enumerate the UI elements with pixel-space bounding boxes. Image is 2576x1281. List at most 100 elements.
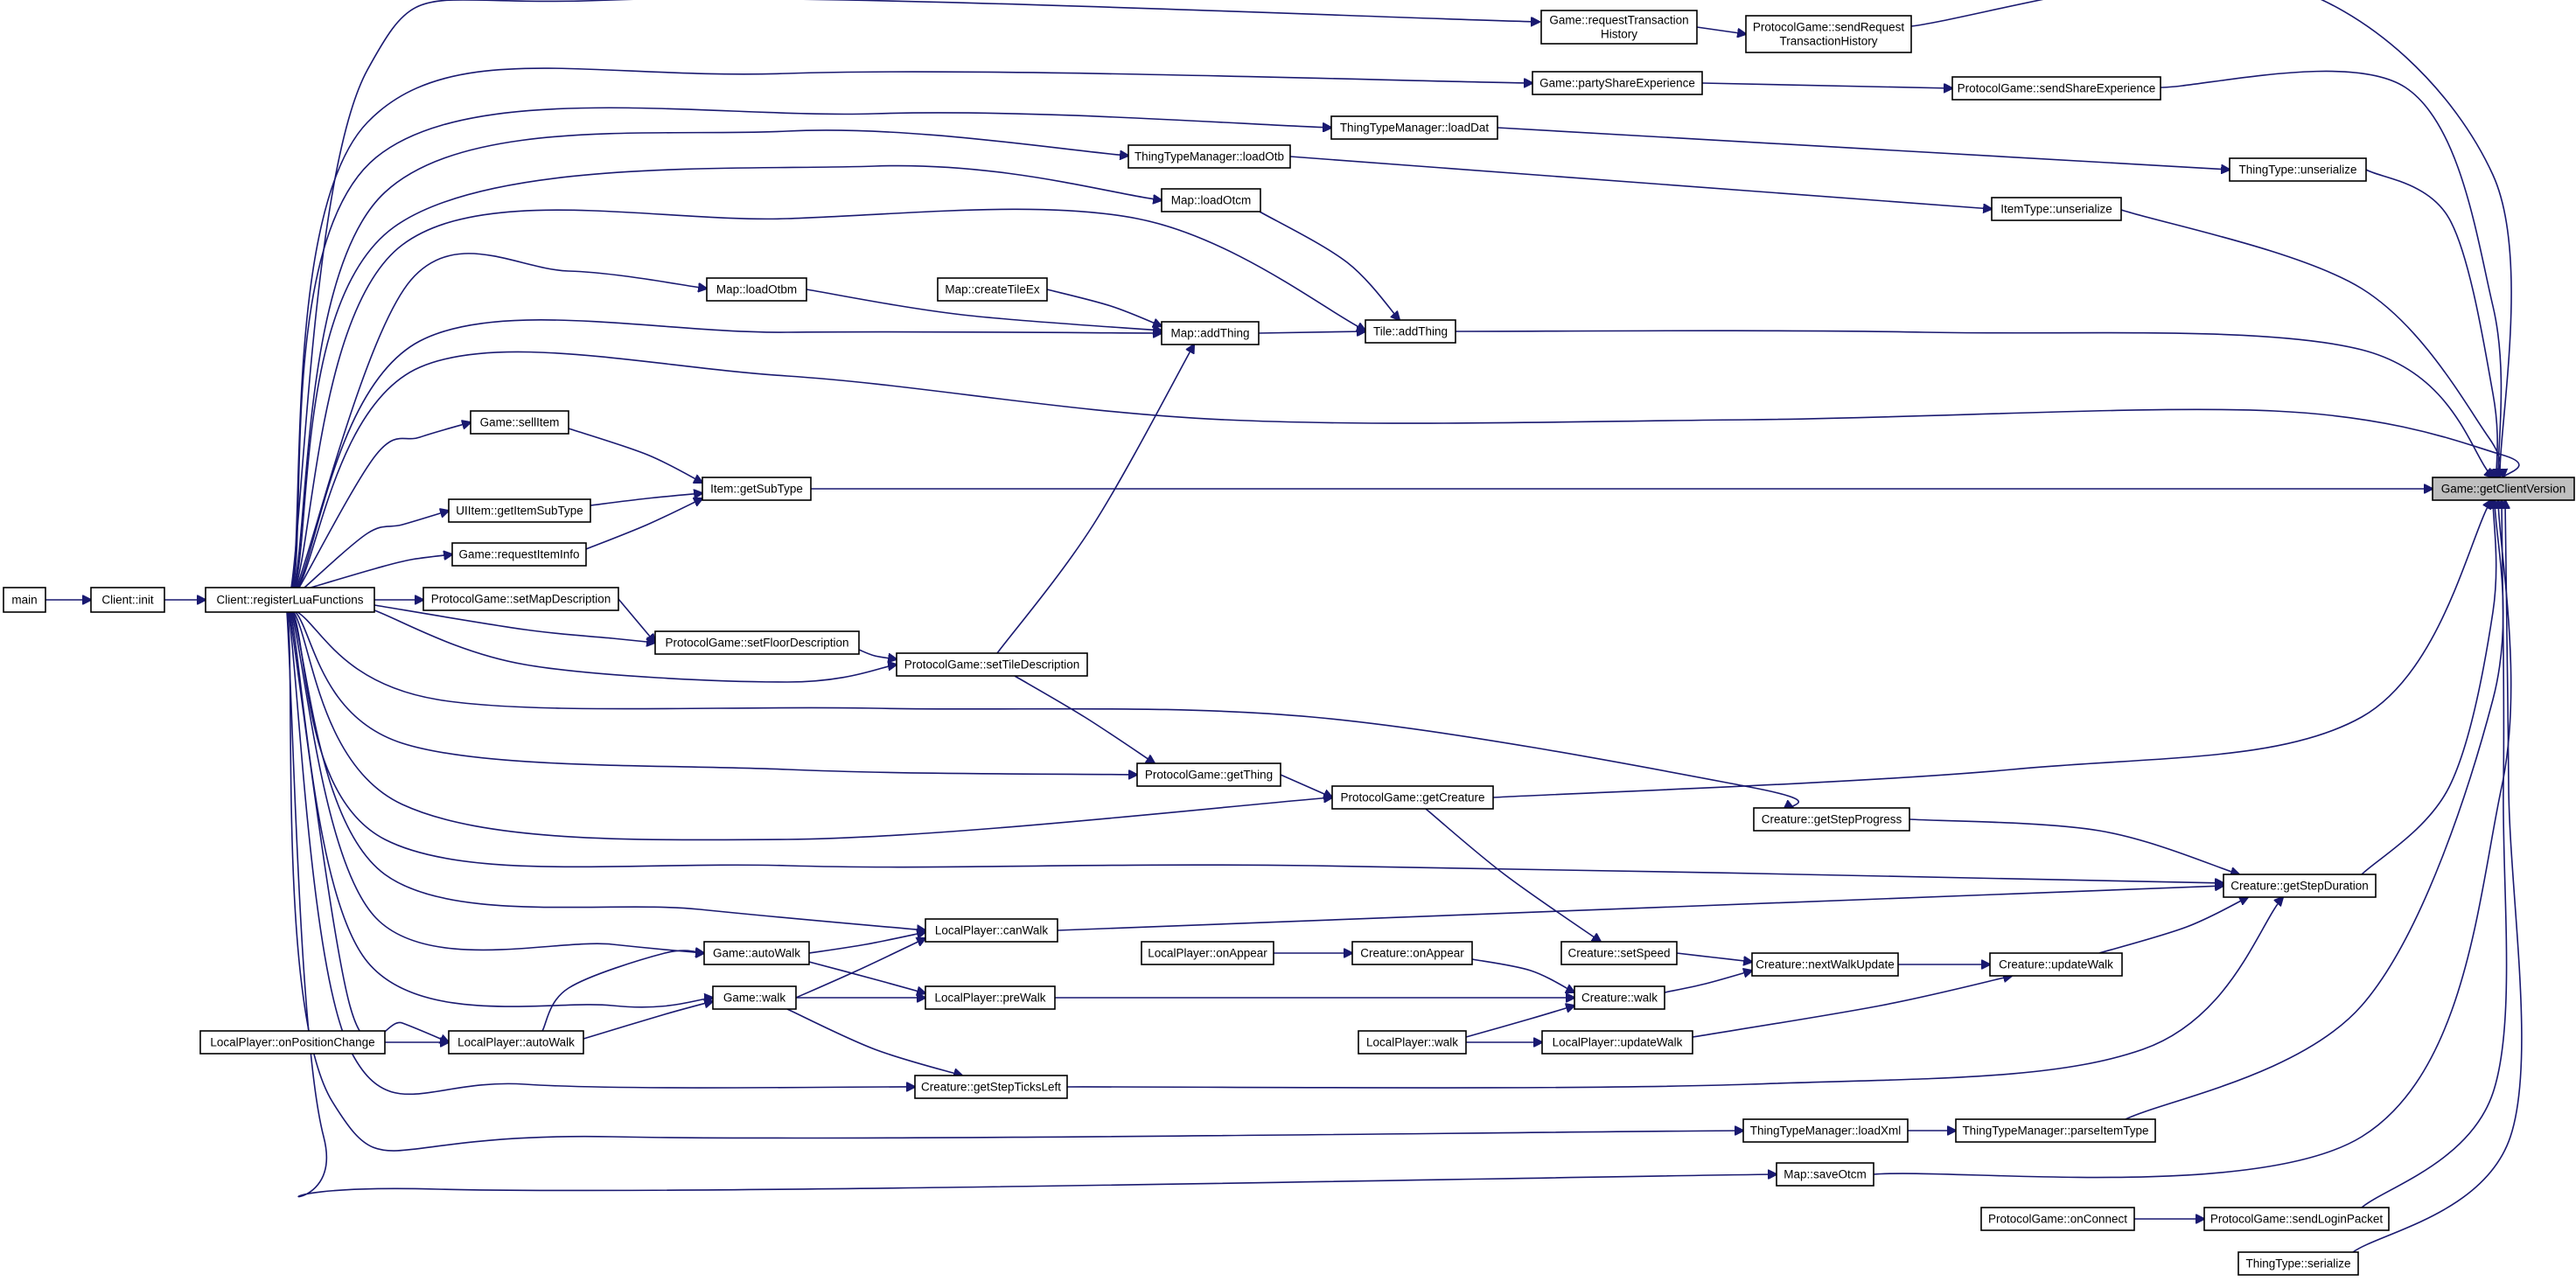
call-edge-pgGetCreature-to-getClientVersion [1492,500,2491,798]
node-pgSetTile[interactable]: ProtocolGame::setTileDescription [896,652,1088,677]
node-pgSendReq[interactable]: ProtocolGame::sendRequestTransactionHist… [1745,15,1912,53]
call-edge-crGetStepTicks-to-crGetStepDuration [1066,897,2283,1089]
call-edge-reqItemInfo-to-itemSubType [585,498,702,550]
node-label: Client::init [101,594,154,607]
node-crGetStepProgress[interactable]: Creature::getStepProgress [1753,807,1910,832]
node-label: Item::getSubType [710,483,803,496]
node-box [706,277,807,302]
node-pgOnConnect[interactable]: ProtocolGame::onConnect [1980,1207,2135,1231]
node-box [937,277,1048,302]
node-ttmLoadXml[interactable]: ThingTypeManager::loadXml [1742,1118,1909,1143]
node-box [1351,941,1473,965]
node-label: Creature::getStepProgress [1762,813,1902,826]
node-ttUnser[interactable]: ThingType::unserialize [2229,157,2367,182]
call-edge-register-to-tileAddThing [295,208,1365,588]
call-edge-pgSendReq-to-getClientVersion [1910,0,2512,477]
node-ttmLoadDat[interactable]: ThingTypeManager::loadDat [1330,115,1498,140]
node-reqItemInfo[interactable]: Game::requestItemInfo [451,542,587,567]
node-itemSubType[interactable]: Item::getSubType [702,477,812,501]
node-label: Creature::onAppear [1360,947,1464,960]
node-getClientVersion[interactable]: Game::getClientVersion [2432,477,2575,501]
node-lpAutoWalk[interactable]: LocalPlayer::autoWalk [448,1030,584,1055]
node-crGetStepDuration[interactable]: Creature::getStepDuration [2223,874,2377,898]
node-box [925,985,1056,1010]
node-ttSerialize[interactable]: ThingType::serialize [2237,1251,2359,1276]
call-edge-lpWalk-to-crWalk [1465,1006,1574,1038]
node-box [470,410,569,435]
node-crGetStepTicks[interactable]: Creature::getStepTicksLeft [914,1075,1068,1099]
call-edge-lpUpdateWalk-to-crUpdateWalk [1692,976,2012,1038]
call-edge-pgSetTile-to-pgGetThing [1014,675,1155,763]
node-box [654,630,860,655]
node-pgSetFloor[interactable]: ProtocolGame::setFloorDescription [654,630,860,655]
node-label: Game::walk [723,992,786,1005]
node-label: LocalPlayer::onAppear [1148,947,1267,960]
node-lpWalk[interactable]: LocalPlayer::walk [1358,1030,1467,1055]
call-edge-register-to-sellItem [298,422,471,588]
call-edge-register-to-gameAutoWalk [290,611,704,953]
node-gameAutoWalk[interactable]: Game::autoWalk [703,941,810,965]
node-mapLoadOtcm[interactable]: Map::loadOtcm [1161,188,1261,212]
node-box [448,1030,584,1055]
call-edge-sellItem-to-itemSubType [568,428,702,483]
node-label: Creature::getStepTicksLeft [921,1081,1061,1094]
node-box [205,587,375,613]
node-crNextWalk[interactable]: Creature::nextWalkUpdate [1751,952,1899,977]
node-mapSaveOtcm[interactable]: Map::saveOtcm [1776,1162,1874,1187]
call-edge-register-to-partyShare [291,67,1532,588]
node-box [1745,15,1912,53]
node-box [1365,319,1456,344]
call-edge-register-to-crGetStepProgress [297,611,1799,808]
node-ttmParseItem[interactable]: ThingTypeManager::parseItemType [1955,1118,2156,1143]
node-box [1330,115,1498,140]
call-edge-ttSerialize-to-getClientVersion [2352,500,2523,1253]
node-box [2229,157,2367,182]
call-edge-register-to-mapSaveOtcm [286,611,1777,1198]
node-uiItemSub[interactable]: UIItem::getItemSubType [448,498,591,523]
node-partyShare[interactable]: Game::partyShareExperience [1532,71,1703,95]
node-box [712,985,797,1010]
node-lpUpdateWalk[interactable]: LocalPlayer::updateWalk [1541,1030,1693,1055]
node-sellItem[interactable]: Game::sellItem [470,410,569,435]
node-label: ThingType::serialize [2245,1257,2350,1271]
node-lpCanWalk[interactable]: LocalPlayer::canWalk [925,918,1058,943]
node-client_init[interactable]: Client::init [90,587,165,613]
call-edge-register-to-ttmLoadXml [287,611,1743,1152]
call-edge-register-to-mapAddThing [297,319,1162,588]
node-box [1574,985,1665,1010]
node-crWalk[interactable]: Creature::walk [1574,985,1665,1010]
node-tileAddThing[interactable]: Tile::addThing [1365,319,1456,344]
call-edge-register-to-crGetStepDuration [292,611,2223,883]
node-pgSendShare[interactable]: ProtocolGame::sendShareExperience [1951,76,2161,101]
node-register[interactable]: Client::registerLuaFunctions [205,587,375,613]
node-lpOnAppear[interactable]: LocalPlayer::onAppear [1141,941,1274,965]
node-mapLoadOtbm[interactable]: Map::loadOtbm [706,277,807,302]
node-main[interactable]: main [3,587,46,613]
node-pgGetThing[interactable]: ProtocolGame::getThing [1136,762,1281,787]
node-lpOnPosChange[interactable]: LocalPlayer::onPositionChange [199,1030,386,1055]
node-mapAddThing[interactable]: Map::addThing [1161,321,1260,345]
call-edge-register-to-mapLoadOtbm [296,253,707,588]
node-label: Creature::getStepDuration [2230,880,2369,893]
node-label: Creature::walk [1581,992,1658,1005]
node-label: Game::requestItemInfo [458,548,579,561]
node-box [896,652,1088,677]
node-box [1742,1118,1909,1143]
node-crSetSpeed[interactable]: Creature::setSpeed [1560,941,1678,965]
node-ttmLoadOtb[interactable]: ThingTypeManager::loadOtb [1127,144,1291,169]
node-mapCreateTile[interactable]: Map::createTileEx [937,277,1048,302]
node-lpPreWalk[interactable]: LocalPlayer::preWalk [925,985,1056,1010]
node-pgGetCreature[interactable]: ProtocolGame::getCreature [1331,785,1494,810]
node-pgSendLogin[interactable]: ProtocolGame::sendLoginPacket [2203,1207,2390,1231]
node-label: Map::loadOtcm [1171,194,1252,207]
node-gameWalk[interactable]: Game::walk [712,985,797,1010]
node-crOnAppear[interactable]: Creature::onAppear [1351,941,1473,965]
node-crUpdateWalk[interactable]: Creature::updateWalk [1989,952,2123,977]
node-box [1980,1207,2135,1231]
node-box [422,587,619,611]
node-box [1776,1162,1874,1187]
node-pgSetMap[interactable]: ProtocolGame::setMapDescription [422,587,619,611]
node-itUnser[interactable]: ItemType::unserialize [1991,197,2122,221]
call-edge-gameAutoWalk-to-lpCanWalk [808,932,925,954]
